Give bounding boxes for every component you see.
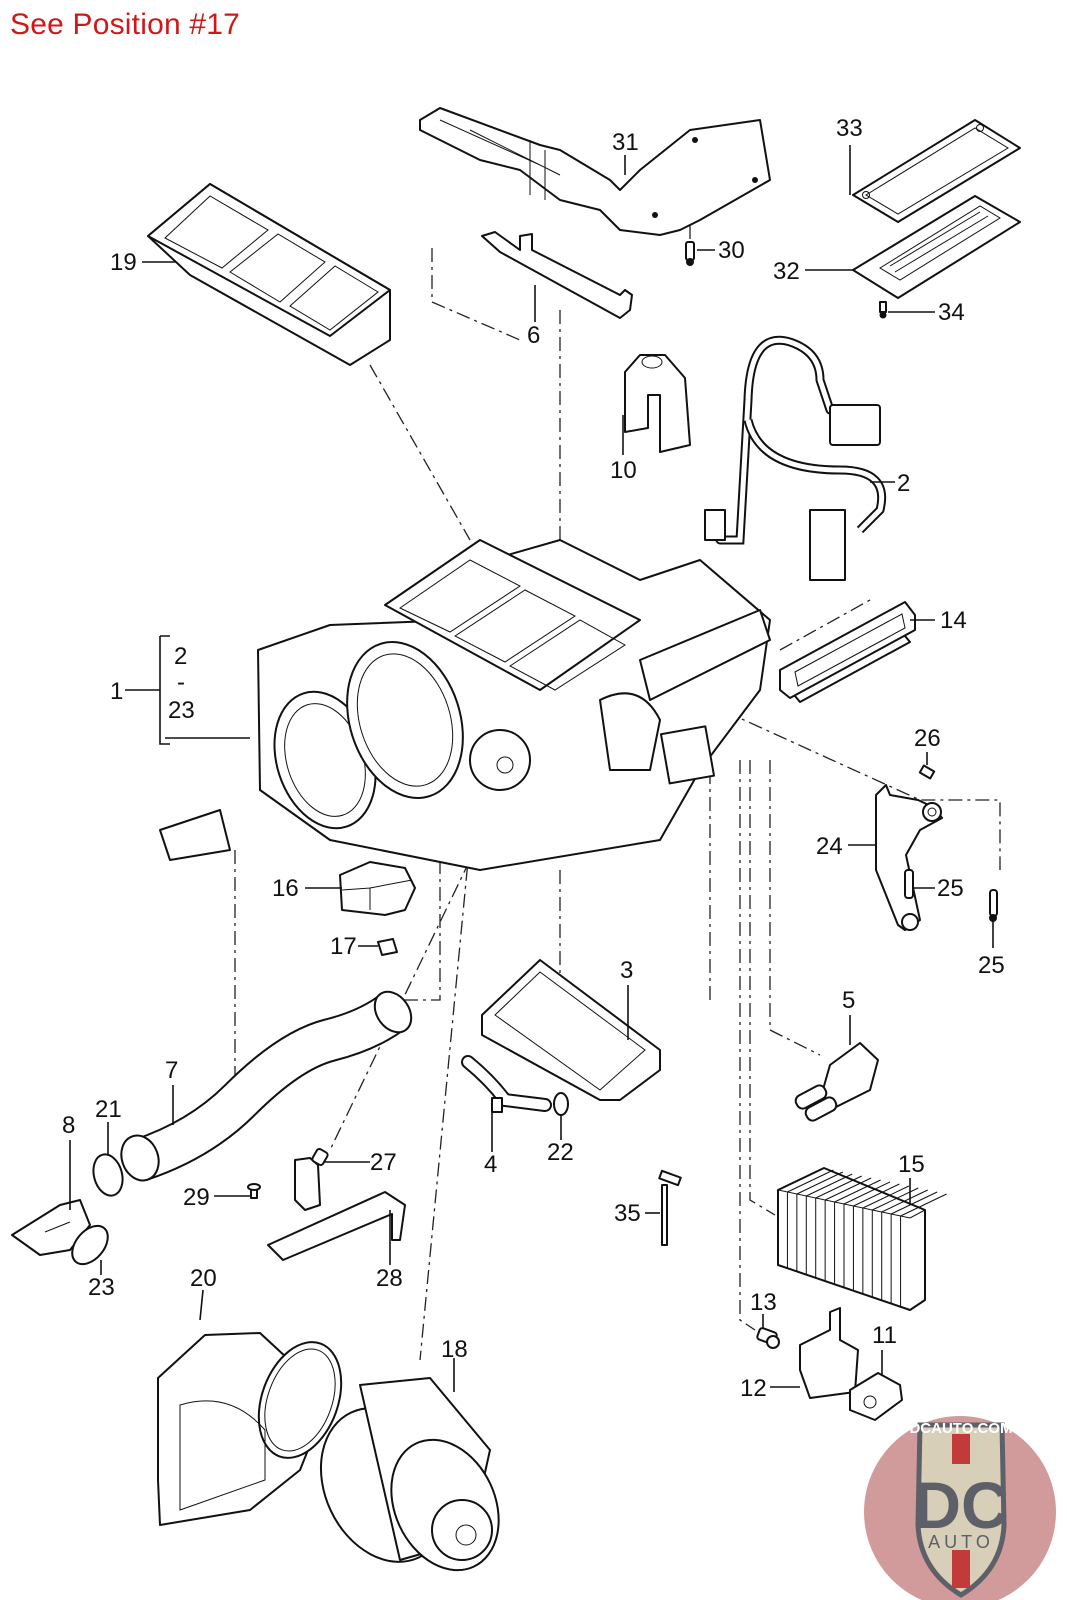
callout-24: 24	[816, 833, 843, 860]
callout-5: 5	[842, 987, 855, 1014]
part-12-bracket	[799, 1307, 859, 1399]
callout-34: 34	[938, 299, 965, 326]
callout-16: 16	[272, 875, 299, 902]
part-26-screw	[918, 764, 936, 780]
part-10-holder-clip	[624, 354, 691, 453]
part-25-bolt-a	[904, 869, 914, 899]
part-5-water-valve	[794, 1042, 879, 1122]
part-1-heater-housing-assembly	[159, 539, 771, 871]
part-15-evaporator-core	[776, 1167, 947, 1311]
part-29-screw	[247, 1183, 261, 1199]
callout-18: 18	[441, 1336, 468, 1363]
part-22-grommet	[553, 1092, 569, 1116]
evaporator-fin-top	[900, 1193, 947, 1217]
part-31-cross-member	[419, 107, 771, 236]
part-21-clamp-ring	[92, 1153, 124, 1197]
callout-13: 13	[750, 1289, 777, 1316]
see-position-note: See Position #17	[10, 8, 241, 41]
part-34-screw	[879, 301, 887, 319]
part-4-drain-hose	[461, 1055, 552, 1113]
evaporator-fin-top	[824, 1177, 872, 1201]
callout-31: 31	[612, 129, 639, 156]
callout-8: 8	[62, 1112, 75, 1139]
callout-27: 27	[370, 1149, 397, 1176]
callout-32: 32	[773, 258, 800, 285]
callout-21: 21	[95, 1096, 122, 1123]
evaporator-fin-top	[853, 1183, 900, 1207]
dcauto-logo: DCAUTO.COM DC AUTO	[864, 1416, 1056, 1600]
part-33-gasket	[852, 119, 1021, 223]
part-30-screw	[685, 241, 695, 266]
part-28-bracket	[267, 1191, 406, 1261]
callout-12: 12	[740, 1375, 767, 1402]
callout-35: 35	[614, 1200, 641, 1227]
evaporator-fin-top	[815, 1175, 862, 1199]
callout-26: 26	[914, 725, 941, 752]
callout-25-b: 25	[978, 952, 1005, 979]
evaporator-fin-top	[787, 1169, 834, 1193]
callout-10: 10	[610, 457, 637, 484]
evaporator-fin-top	[806, 1173, 853, 1197]
callout-20: 20	[190, 1265, 217, 1292]
callout-25-a: 25	[937, 875, 964, 902]
callout-33: 33	[836, 115, 863, 142]
part-11-servo-motor	[849, 1372, 903, 1421]
logo-bottom-text: AUTO	[928, 1532, 994, 1552]
callout-29: 29	[183, 1184, 210, 1211]
callout-14: 14	[940, 607, 967, 634]
callout-23: 23	[88, 1274, 115, 1301]
callout-17: 17	[330, 933, 357, 960]
part-14-gasket-frame	[779, 601, 916, 703]
callout-15: 15	[898, 1151, 925, 1178]
callout-3: 3	[620, 957, 633, 984]
callout-6: 6	[527, 322, 540, 349]
part-8-nozzle	[11, 1199, 91, 1256]
callout-labels: 1 2 - 23 2 3 4 5 6 7 8 10 11 12 13 14 15…	[62, 115, 1005, 1402]
part-24-mounting-bracket	[875, 784, 943, 931]
evaporator-fin-top	[881, 1189, 928, 1213]
evaporator-fin-top	[834, 1179, 881, 1203]
logo-top-text: DCAUTO.COM	[909, 1420, 1012, 1437]
evaporator-fin-top	[843, 1181, 891, 1205]
callout-leaders	[69, 145, 994, 1392]
callout-11: 11	[872, 1322, 897, 1349]
logo-mark: DC	[913, 1468, 1008, 1542]
logo-shield	[915, 1422, 1007, 1598]
part-6-support-bracket	[481, 231, 633, 319]
callout-range-sep: -	[177, 669, 185, 696]
callout-30: 30	[718, 237, 745, 264]
part-18-blower-motor	[319, 1377, 500, 1572]
callout-range-to: 23	[168, 697, 195, 724]
part-23-o-ring	[71, 1224, 109, 1266]
evaporator-fin-top	[890, 1191, 938, 1215]
part-35-temperature-sensor	[658, 1169, 682, 1246]
callout-4: 4	[484, 1151, 497, 1178]
part-19-dust-filter	[147, 183, 391, 366]
callout-19: 19	[110, 249, 137, 276]
part-13-screw	[756, 1327, 780, 1349]
callout-range-from: 2	[174, 643, 187, 670]
part-17-seal-pad	[377, 938, 398, 956]
callout-1: 1	[110, 678, 123, 705]
callout-28: 28	[376, 1265, 403, 1292]
part-7-air-duct-hose	[120, 990, 413, 1182]
part-2-wiring-harness	[704, 335, 886, 581]
part-3-housing-cover	[481, 959, 661, 1101]
callout-2: 2	[897, 470, 910, 497]
part-16-resistor-module	[339, 861, 416, 916]
part-20-blower-housing	[157, 1332, 343, 1526]
callout-22: 22	[547, 1139, 574, 1166]
part-32-cover-plate	[852, 195, 1021, 299]
evaporator-fin-top	[862, 1185, 910, 1209]
part-27-sensor	[294, 1148, 329, 1211]
part-25-bolt-b	[989, 889, 998, 922]
evaporator-fin-top	[796, 1171, 844, 1195]
callout-7: 7	[165, 1057, 178, 1084]
